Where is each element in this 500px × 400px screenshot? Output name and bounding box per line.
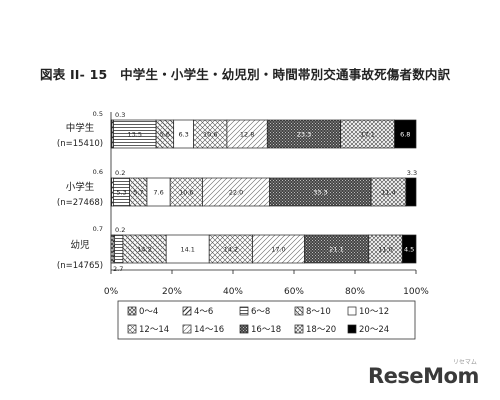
data-label: 0.5: [93, 110, 103, 118]
data-label: 17.0: [271, 245, 285, 253]
legend-label: 10～12: [359, 307, 389, 317]
bar-segment-1-9: [405, 177, 417, 207]
category-label: 中学生: [66, 122, 95, 134]
bar-segment-1-8: [370, 177, 407, 207]
data-label: 14.1: [180, 245, 194, 253]
legend-label: 12～14: [139, 325, 169, 335]
chart-title: 図表 II- 15 中学生・小学生・幼児別・時間帯別交通事故死傷者数内訳: [40, 67, 451, 82]
bar-segment-2-2: [114, 234, 124, 264]
data-label: 10.6: [179, 188, 193, 196]
data-label: 0.6: [93, 168, 103, 176]
legend-label: 16～18: [251, 325, 281, 335]
resemom-logo: ReseMom リセマム: [368, 359, 479, 388]
logo-text: ReseMom: [368, 364, 479, 388]
data-label: 14.2: [137, 245, 151, 253]
data-label: 7.6: [153, 188, 163, 196]
legend-swatch: [347, 324, 357, 334]
data-label: 2.7: [113, 265, 123, 273]
data-label: 21.1: [329, 245, 343, 253]
data-label: 11.0: [378, 245, 392, 253]
legend-swatch: [347, 306, 357, 316]
data-label: 14.2: [224, 245, 238, 253]
bar-segment-2-4: [165, 234, 210, 264]
data-label: 10.6: [203, 130, 217, 138]
data-label: 0.3: [115, 111, 125, 119]
data-label: 4.5: [404, 245, 414, 253]
data-label: 22.0: [229, 188, 243, 196]
bar-segment-0-7: [266, 119, 342, 149]
data-label: 5.7: [133, 188, 143, 196]
data-label: 6.8: [400, 130, 410, 138]
bar-segment-2-5: [208, 234, 253, 264]
legend-swatch: [239, 306, 249, 316]
bar-segment-0-8: [340, 119, 395, 149]
x-tick-label: 80%: [345, 287, 365, 297]
data-label: 6.3: [178, 130, 188, 138]
bar-segment-0-5: [193, 119, 228, 149]
data-label: 0.2: [115, 226, 125, 234]
x-tick-label: 60%: [284, 287, 304, 297]
data-label: 17.1: [360, 130, 374, 138]
legend-swatch: [127, 324, 137, 334]
bar-segment-2-7: [304, 234, 370, 264]
data-label: 5.3: [116, 188, 126, 196]
x-tick-label: 40%: [223, 287, 243, 297]
bar-segment-1-6: [202, 177, 270, 207]
data-label: 3.3: [407, 169, 417, 177]
category-count: (n=14765): [57, 261, 103, 271]
bar-segment-2-8: [368, 234, 403, 264]
bar-segment-0-2: [113, 119, 157, 149]
category-count: (n=15410): [57, 139, 103, 149]
legend-swatch: [182, 306, 192, 316]
x-tick-label: 100%: [403, 287, 429, 297]
legend-label: 20～24: [359, 325, 389, 335]
bar-segment-2-6: [252, 234, 305, 264]
data-label: 23.3: [297, 130, 311, 138]
legend-swatch: [294, 324, 304, 334]
legend-label: 0～4: [139, 307, 158, 317]
legend-box: [117, 300, 416, 340]
legend-label: 4～6: [194, 307, 213, 317]
data-label: 0.7: [93, 225, 103, 233]
bar-segment-1-5: [169, 177, 203, 207]
data-label: 12.8: [240, 130, 254, 138]
category-label: 幼児: [70, 239, 90, 251]
x-tick-label: 20%: [162, 287, 182, 297]
legend-swatch: [182, 324, 192, 334]
category-label: 小学生: [66, 181, 95, 193]
bar-segment-0-9: [394, 119, 417, 149]
data-label: 5.6: [160, 130, 170, 138]
legend-label: 6～8: [251, 307, 270, 317]
data-label: 11.4: [381, 188, 395, 196]
legend-swatch: [239, 324, 249, 334]
x-tick-label: 0%: [104, 287, 119, 297]
data-label: 0.2: [115, 169, 125, 177]
category-count: (n=27468): [57, 198, 103, 208]
data-label: 33.3: [313, 188, 327, 196]
bar-segment-2-9: [401, 234, 417, 264]
logo-sub-text: リセマム: [452, 359, 477, 366]
legend-label: 18～20: [306, 325, 336, 335]
bar-segment-2-3: [122, 234, 167, 264]
legend-label: 14～16: [194, 325, 224, 335]
data-label: 13.5: [128, 130, 142, 138]
legend-swatch: [127, 306, 137, 316]
legend-swatch: [294, 306, 304, 316]
legend-label: 8～10: [306, 307, 331, 317]
